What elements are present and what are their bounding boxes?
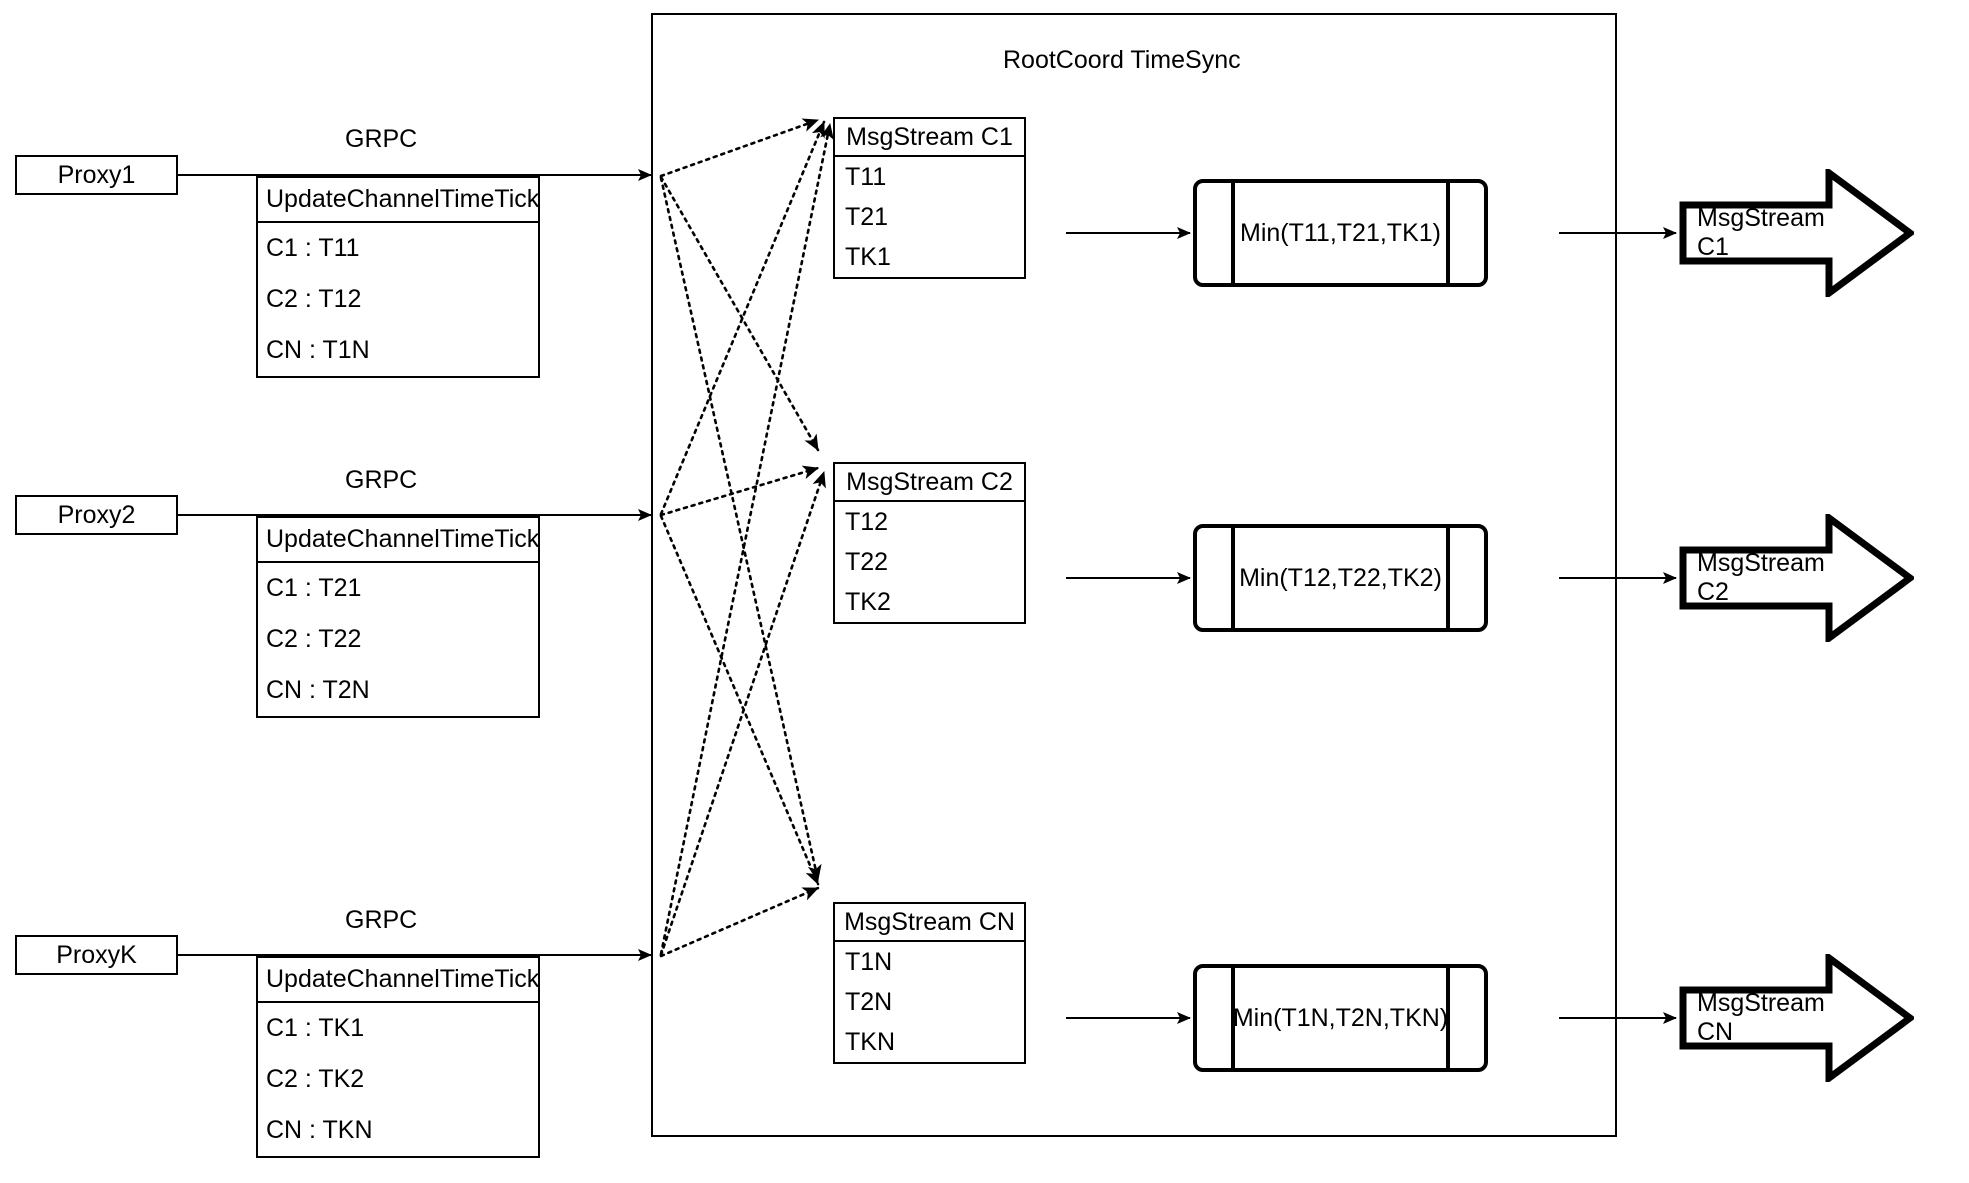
uctt-title-2: UpdateChannelTimeTick <box>258 518 539 563</box>
process-divider-right <box>1446 179 1450 287</box>
msgstream-row: TK2 <box>845 587 891 616</box>
proxy-label: Proxy2 <box>57 500 136 529</box>
msgstream-title-2: MsgStream C2 <box>835 464 1024 502</box>
msgstream-row: T12 <box>845 507 889 536</box>
uctt-body-1: C1 : T11 C2 : T12 CN : T1N <box>258 223 538 376</box>
output-msgstream-label-3: MsgStream CN <box>1697 989 1825 1046</box>
uctt-row: C2 : T12 <box>266 285 362 313</box>
output-msgstream-arrow-1: MsgStream C1 <box>1679 169 1914 297</box>
container-title: RootCoord TimeSync <box>1003 46 1241 74</box>
uctt-row: CN : T1N <box>266 336 370 364</box>
process-divider-left <box>1231 524 1235 632</box>
uctt-row: CN : T2N <box>266 676 370 704</box>
msgstream-title-3: MsgStream CN <box>835 904 1024 942</box>
update-channel-timetick-table-2: UpdateChannelTimeTick C1 : T21 C2 : T22 … <box>256 516 540 718</box>
uctt-row: C1 : T21 <box>266 574 362 602</box>
msgstream-row: T1N <box>845 947 893 976</box>
grpc-label-1: GRPC <box>345 125 418 153</box>
uctt-title-3: UpdateChannelTimeTick <box>258 958 539 1003</box>
process-divider-left <box>1231 964 1235 1072</box>
min-process-1: Min(T11,T21,TK1) <box>1193 179 1488 287</box>
uctt-row: CN : TKN <box>266 1116 373 1144</box>
msgstream-title-1: MsgStream C1 <box>835 119 1024 157</box>
process-divider-right <box>1446 964 1450 1072</box>
uctt-title-1: UpdateChannelTimeTick <box>258 178 539 223</box>
proxy-box-3[interactable]: ProxyK <box>15 935 178 975</box>
grpc-label-2: GRPC <box>345 466 418 494</box>
output-msgstream-label-1: MsgStream C1 <box>1697 204 1825 261</box>
block-arrow-shape <box>1679 514 1914 642</box>
process-divider-left <box>1231 179 1235 287</box>
output-msgstream-arrow-2: MsgStream C2 <box>1679 514 1914 642</box>
proxy-box-2[interactable]: Proxy2 <box>15 495 178 535</box>
msgstream-row: TKN <box>845 1027 895 1056</box>
min-process-label-2: Min(T12,T22,TK2) <box>1239 563 1442 592</box>
min-process-3: Min(T1N,T2N,TKN) <box>1193 964 1488 1072</box>
min-process-label-1: Min(T11,T21,TK1) <box>1240 218 1441 247</box>
uctt-body-3: C1 : TK1 C2 : TK2 CN : TKN <box>258 1003 538 1156</box>
uctt-row: C1 : TK1 <box>266 1014 365 1042</box>
update-channel-timetick-table-1: UpdateChannelTimeTick C1 : T11 C2 : T12 … <box>256 176 540 378</box>
grpc-label-3: GRPC <box>345 906 418 934</box>
msgstream-row: T21 <box>845 202 889 231</box>
block-arrow-shape <box>1679 169 1914 297</box>
msgstream-row: T22 <box>845 547 889 576</box>
proxy-label: ProxyK <box>56 940 137 969</box>
msgstream-table-2: MsgStream C2 T12 T22 TK2 <box>833 462 1026 624</box>
msgstream-table-1: MsgStream C1 T11 T21 TK1 <box>833 117 1026 279</box>
proxy-box-1[interactable]: Proxy1 <box>15 155 178 195</box>
proxy-label: Proxy1 <box>57 160 136 189</box>
uctt-body-2: C1 : T21 C2 : T22 CN : T2N <box>258 563 538 716</box>
msgstream-row: T2N <box>845 987 893 1016</box>
process-divider-right <box>1446 524 1450 632</box>
output-msgstream-arrow-3: MsgStream CN <box>1679 954 1914 1082</box>
msgstream-row: TK1 <box>845 242 891 271</box>
msgstream-row: T11 <box>845 162 887 191</box>
block-arrow-shape <box>1679 954 1914 1082</box>
uctt-row: C1 : T11 <box>266 234 360 262</box>
min-process-2: Min(T12,T22,TK2) <box>1193 524 1488 632</box>
update-channel-timetick-table-3: UpdateChannelTimeTick C1 : TK1 C2 : TK2 … <box>256 956 540 1158</box>
min-process-label-3: Min(T1N,T2N,TKN) <box>1232 1003 1449 1032</box>
uctt-row: C2 : T22 <box>266 625 362 653</box>
rootcoord-timesync-container <box>651 13 1617 1137</box>
msgstream-table-3: MsgStream CN T1N T2N TKN <box>833 902 1026 1064</box>
uctt-row: C2 : TK2 <box>266 1065 365 1093</box>
output-msgstream-label-2: MsgStream C2 <box>1697 549 1825 606</box>
